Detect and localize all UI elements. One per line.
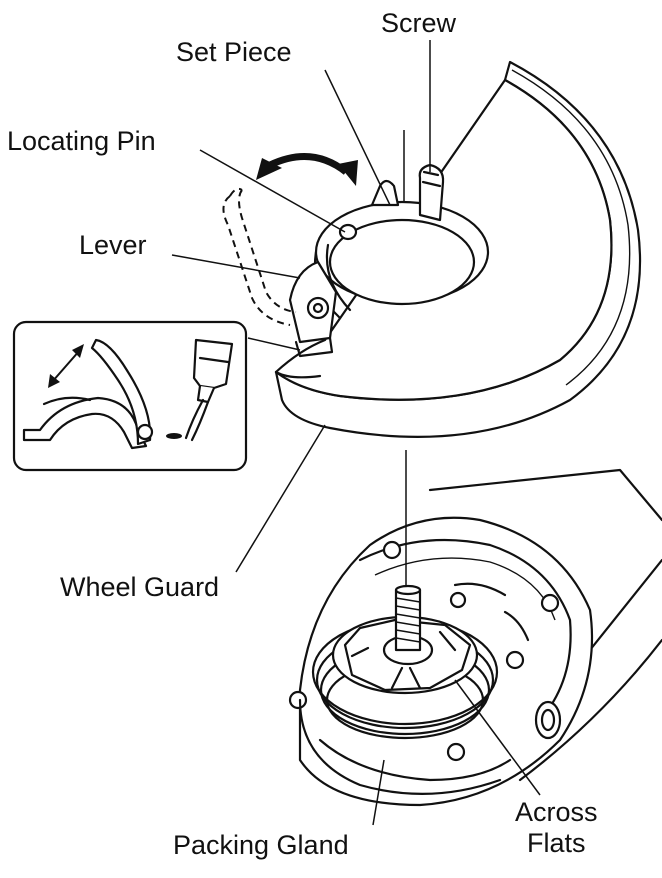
head-screw-4 — [505, 650, 525, 670]
leader-locating-pin — [199, 149, 346, 233]
label-across-flats-line2: Flats — [527, 828, 586, 859]
grease-tube-icon — [166, 338, 234, 442]
head-screw-1 — [382, 540, 402, 560]
leader-lever — [171, 254, 301, 279]
label-across-flats: Across Flats — [515, 797, 598, 859]
leader-wheel-guard — [235, 424, 326, 573]
leader-packing-gland — [372, 759, 385, 826]
packing-gland-assembly — [311, 584, 499, 740]
wheel-guard — [222, 60, 642, 438]
label-packing-gland: Packing Gland — [173, 830, 349, 860]
head-screw-5 — [288, 690, 308, 710]
head-screw-6 — [446, 742, 466, 762]
label-lever: Lever — [79, 230, 147, 260]
leader-lines — [171, 40, 541, 826]
leader-across-flats — [454, 679, 541, 796]
rotation-arrow-icon — [256, 153, 358, 186]
label-wheel-guard: Wheel Guard — [60, 572, 220, 602]
label-screw: Screw — [381, 8, 457, 38]
leader-inset — [247, 337, 301, 351]
head-screw-2 — [449, 591, 467, 609]
leader-set-piece — [324, 69, 391, 206]
label-set-piece: Set Piece — [176, 37, 292, 67]
lubrication-inset — [12, 320, 248, 472]
head-screw-3 — [540, 593, 560, 613]
label-locating-pin: Locating Pin — [7, 126, 156, 156]
label-across-flats-line1: Across — [515, 797, 598, 827]
